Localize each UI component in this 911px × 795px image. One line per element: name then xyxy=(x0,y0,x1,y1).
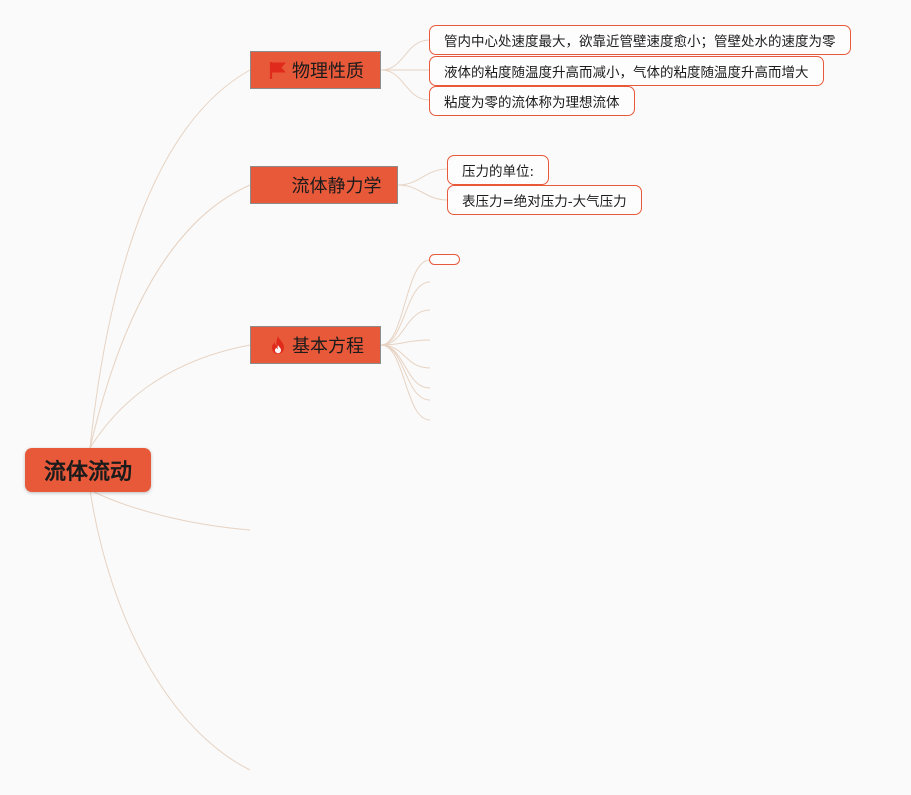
leaf-label: 压力的单位: xyxy=(462,164,535,180)
leaf-pressure-unit[interactable]: 压力的单位: xyxy=(447,155,550,185)
root-topic-label: 流体流动 xyxy=(43,460,132,485)
connector-root-to-equation xyxy=(89,344,251,449)
fire-icon xyxy=(267,334,289,356)
leaf-viscosity-temperature[interactable]: 液体的粘度随温度升高而减小，气体的粘度随温度升高而增大 xyxy=(429,56,824,86)
leaf-empty[interactable] xyxy=(429,254,460,265)
connector-equation-leaf-8 xyxy=(380,344,431,421)
branch-fluid-statics[interactable]: 流体静力学 xyxy=(250,166,398,204)
placeholder-icon xyxy=(267,174,289,196)
connector-equation-leaf-4 xyxy=(380,339,431,346)
connector-root-to-physical xyxy=(89,69,251,449)
connector-equation-leaf-6 xyxy=(380,344,431,389)
branch-basic-equations[interactable]: 基本方程 xyxy=(250,326,381,364)
branch-label: 基本方程 xyxy=(292,336,364,357)
connector-equation-leaf-2 xyxy=(380,281,431,346)
connector-equation-leaf-5 xyxy=(380,344,431,369)
flag-icon xyxy=(267,59,289,81)
connector-physical-leaf-3 xyxy=(380,69,431,101)
connector-equation-leaf-1 xyxy=(380,259,431,346)
leaf-label: 管内中心处速度最大，欲靠近管壁速度愈小；管壁处水的速度为零 xyxy=(444,34,836,50)
connector-statics-leaf-1 xyxy=(397,168,449,186)
connector-root-to-statics xyxy=(89,184,251,449)
leaf-label: 粘度为零的流体称为理想流体 xyxy=(444,95,620,111)
leaf-label: 表压力=绝对压力-大气压力 xyxy=(462,194,627,210)
branch-label: 流体静力学 xyxy=(291,176,382,197)
connector-physical-leaf-1 xyxy=(380,39,431,71)
leaf-velocity-distribution[interactable]: 管内中心处速度最大，欲靠近管壁速度愈小；管壁处水的速度为零 xyxy=(429,25,851,55)
connector-statics-leaf-2 xyxy=(397,184,449,201)
root-topic[interactable]: 流体流动 xyxy=(25,448,151,492)
branch-label: 物理性质 xyxy=(292,61,364,82)
connector-root-to-empty-4 xyxy=(89,489,251,531)
connector-root-to-empty-5 xyxy=(89,489,251,771)
leaf-label: 液体的粘度随温度升高而减小，气体的粘度随温度升高而增大 xyxy=(444,65,809,81)
leaf-gauge-pressure[interactable]: 表压力=绝对压力-大气压力 xyxy=(447,185,642,215)
connector-equation-leaf-7 xyxy=(380,344,431,401)
branch-physical-properties[interactable]: 物理性质 xyxy=(250,51,381,89)
connector-equation-leaf-3 xyxy=(380,309,431,346)
leaf-ideal-fluid[interactable]: 粘度为零的流体称为理想流体 xyxy=(429,86,635,116)
